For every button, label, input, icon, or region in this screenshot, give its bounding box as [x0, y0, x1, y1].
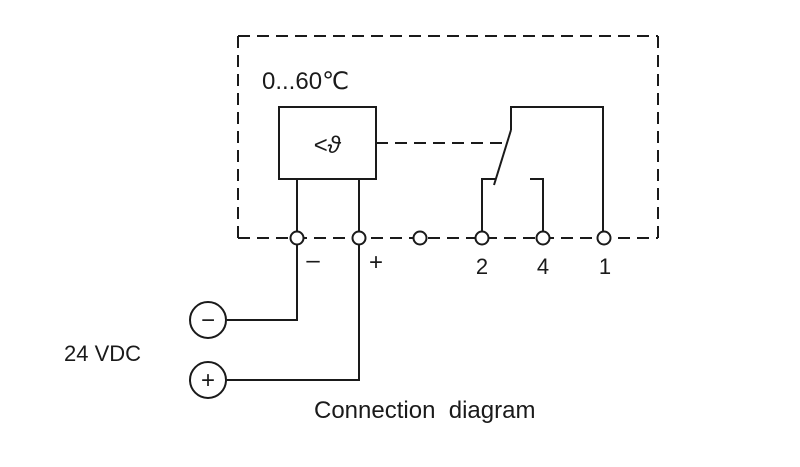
terminal-plus: [351, 230, 367, 246]
supply-minus-symbol: −: [201, 307, 215, 334]
device-enclosure: [237, 35, 659, 239]
wire-supply-minus: [227, 244, 298, 321]
terminal-minus-label: –: [306, 247, 320, 274]
supply-voltage-label: 24 VDC: [64, 341, 141, 366]
terminal-unused: [412, 230, 428, 246]
terminal-2-label: 2: [476, 254, 488, 279]
supply-minus-terminal: −: [189, 301, 227, 339]
temperature-range-label: 0...60℃: [262, 68, 349, 95]
terminal-4: [535, 230, 551, 246]
terminal-minus: [289, 230, 305, 246]
wire-supply-plus: [227, 244, 360, 381]
terminal-4-label: 4: [537, 254, 549, 279]
terminal-plus-label: +: [369, 249, 383, 276]
supply-plus-symbol: +: [201, 367, 215, 394]
diagram-caption: Connection diagram: [314, 397, 535, 424]
terminal-1-label: 1: [599, 254, 611, 279]
relay-contact: [481, 106, 604, 232]
sensor-symbol: <ϑ: [313, 132, 341, 159]
supply-plus-terminal: +: [189, 361, 227, 399]
terminal-1: [596, 230, 612, 246]
terminal-2: [474, 230, 490, 246]
